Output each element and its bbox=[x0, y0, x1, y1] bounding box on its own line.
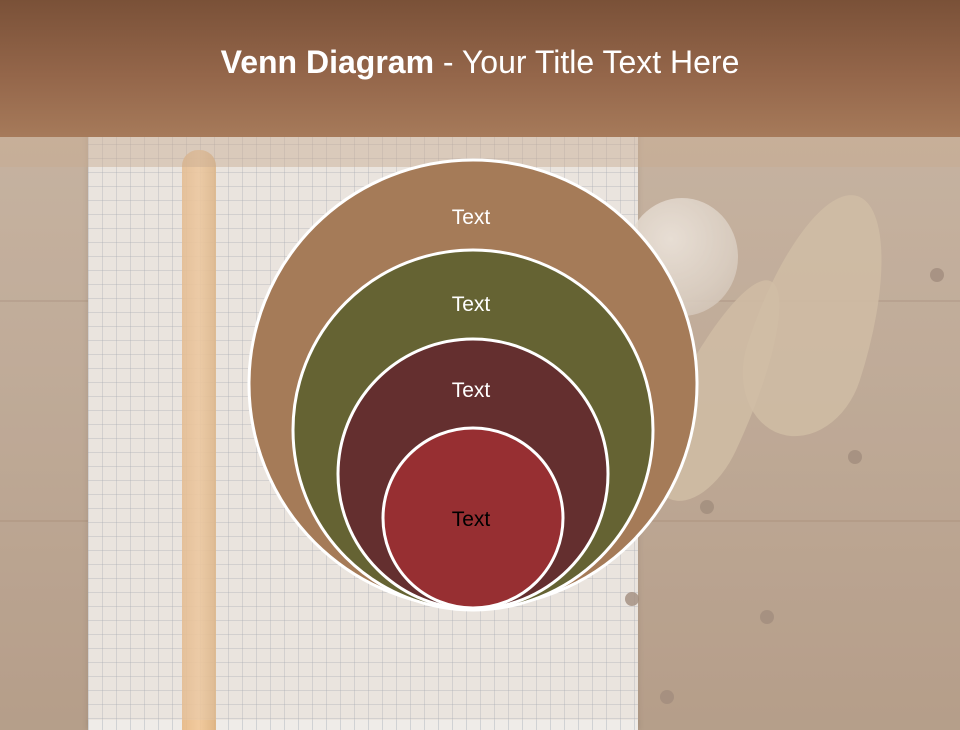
peppercorn bbox=[760, 610, 774, 624]
venn-ring-inner-label: Text bbox=[452, 508, 491, 531]
slide-title-rest: - Your Title Text Here bbox=[434, 44, 740, 80]
slide-title[interactable]: Venn Diagram - Your Title Text Here bbox=[0, 40, 960, 84]
venn-ring-outer-label: Text bbox=[452, 206, 491, 229]
pencil-image bbox=[182, 150, 216, 730]
venn-ring-second-label: Text bbox=[452, 293, 491, 316]
peppercorn bbox=[625, 592, 639, 606]
peppercorn bbox=[700, 500, 714, 514]
peppercorn bbox=[660, 690, 674, 704]
slide-title-bold: Venn Diagram bbox=[220, 44, 435, 80]
venn-ring-inner[interactable] bbox=[381, 426, 565, 610]
title-bar bbox=[0, 0, 960, 137]
peppercorn bbox=[930, 268, 944, 282]
peppercorn bbox=[848, 450, 862, 464]
venn-ring-third-label: Text bbox=[452, 379, 491, 402]
